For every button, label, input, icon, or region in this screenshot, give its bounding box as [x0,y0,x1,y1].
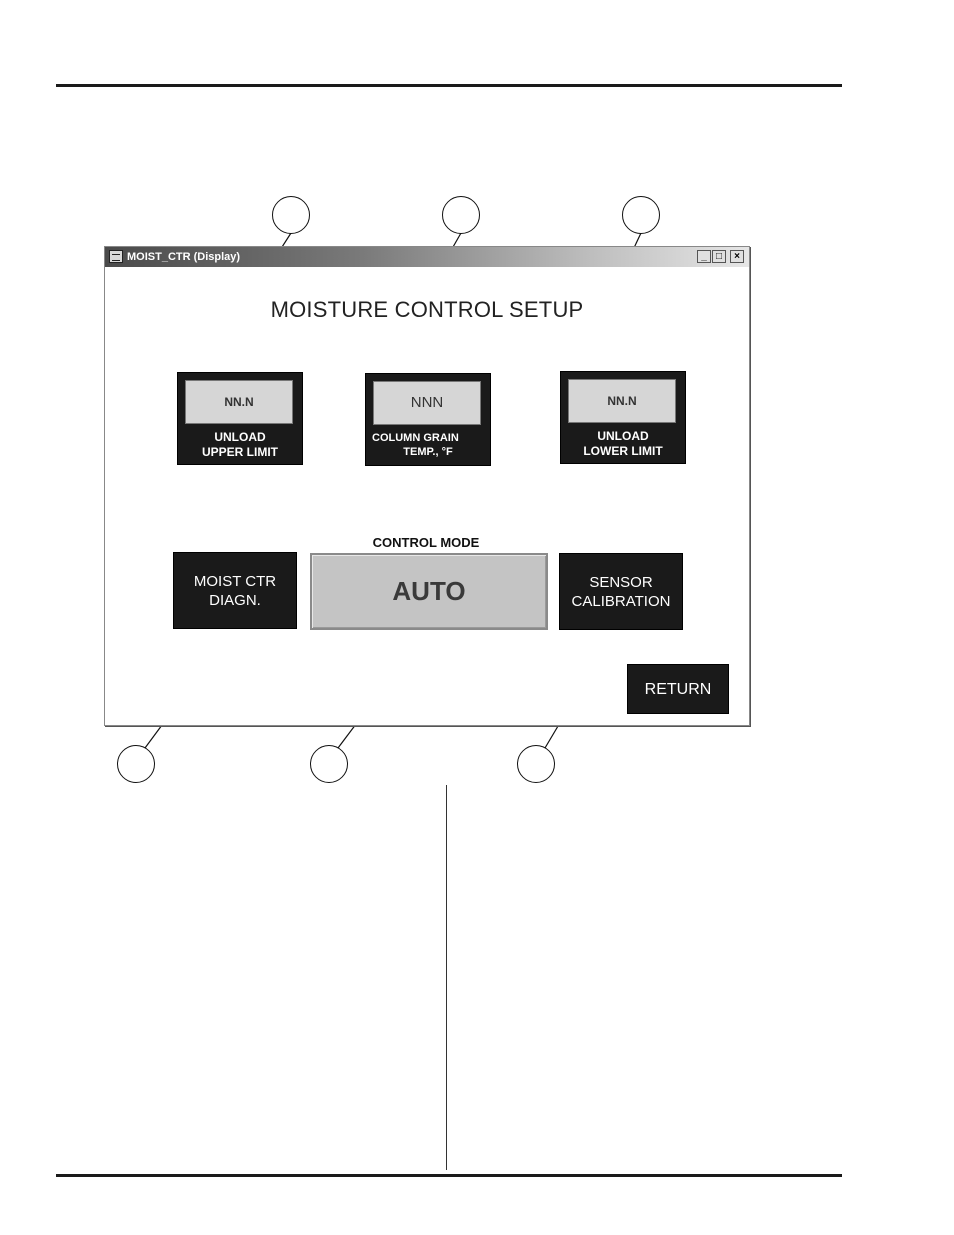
unload-lower-limit-label: UNLOAD LOWER LIMIT [561,429,685,459]
unload-upper-limit-panel: NN.N UNLOAD UPPER LIMIT [177,372,303,465]
moist-ctr-window: MOIST_CTR (Display) _ □ × MOISTURE CONTR… [104,246,750,726]
callout-circle [310,745,348,783]
column-grain-temp-panel: NNN COLUMN GRAIN TEMP., °F [365,373,491,466]
app-display-icon[interactable] [109,250,123,263]
sensor-calibration-button[interactable]: SENSOR CALIBRATION [559,553,683,630]
window-titlebar[interactable]: MOIST_CTR (Display) _ □ × [105,247,749,267]
unload-upper-limit-label: UNLOAD UPPER LIMIT [178,430,302,460]
page-bottom-rule [56,1174,842,1177]
unload-upper-limit-value[interactable]: NN.N [185,380,293,424]
callout-circle [117,745,155,783]
column-grain-temp-label: COLUMN GRAIN TEMP., °F [366,431,490,459]
window-title: MOIST_CTR (Display) [127,247,240,267]
column-grain-temp-value[interactable]: NNN [373,381,481,425]
minimize-button[interactable]: _ [697,250,711,263]
control-mode-label: CONTROL MODE [311,535,541,550]
close-button[interactable]: × [730,250,744,263]
screen-title: MOISTURE CONTROL SETUP [105,297,749,323]
callout-circle [622,196,660,234]
control-mode-auto-button[interactable]: AUTO [310,553,548,630]
moist-ctr-diagnostics-button[interactable]: MOIST CTR DIAGN. [173,552,297,629]
maximize-button[interactable]: □ [712,250,726,263]
callout-circle [442,196,480,234]
callout-circle [517,745,555,783]
unload-lower-limit-value[interactable]: NN.N [568,379,676,423]
unload-lower-limit-panel: NN.N UNLOAD LOWER LIMIT [560,371,686,464]
column-divider [446,785,447,1170]
callout-circle [272,196,310,234]
return-button[interactable]: RETURN [627,664,729,714]
